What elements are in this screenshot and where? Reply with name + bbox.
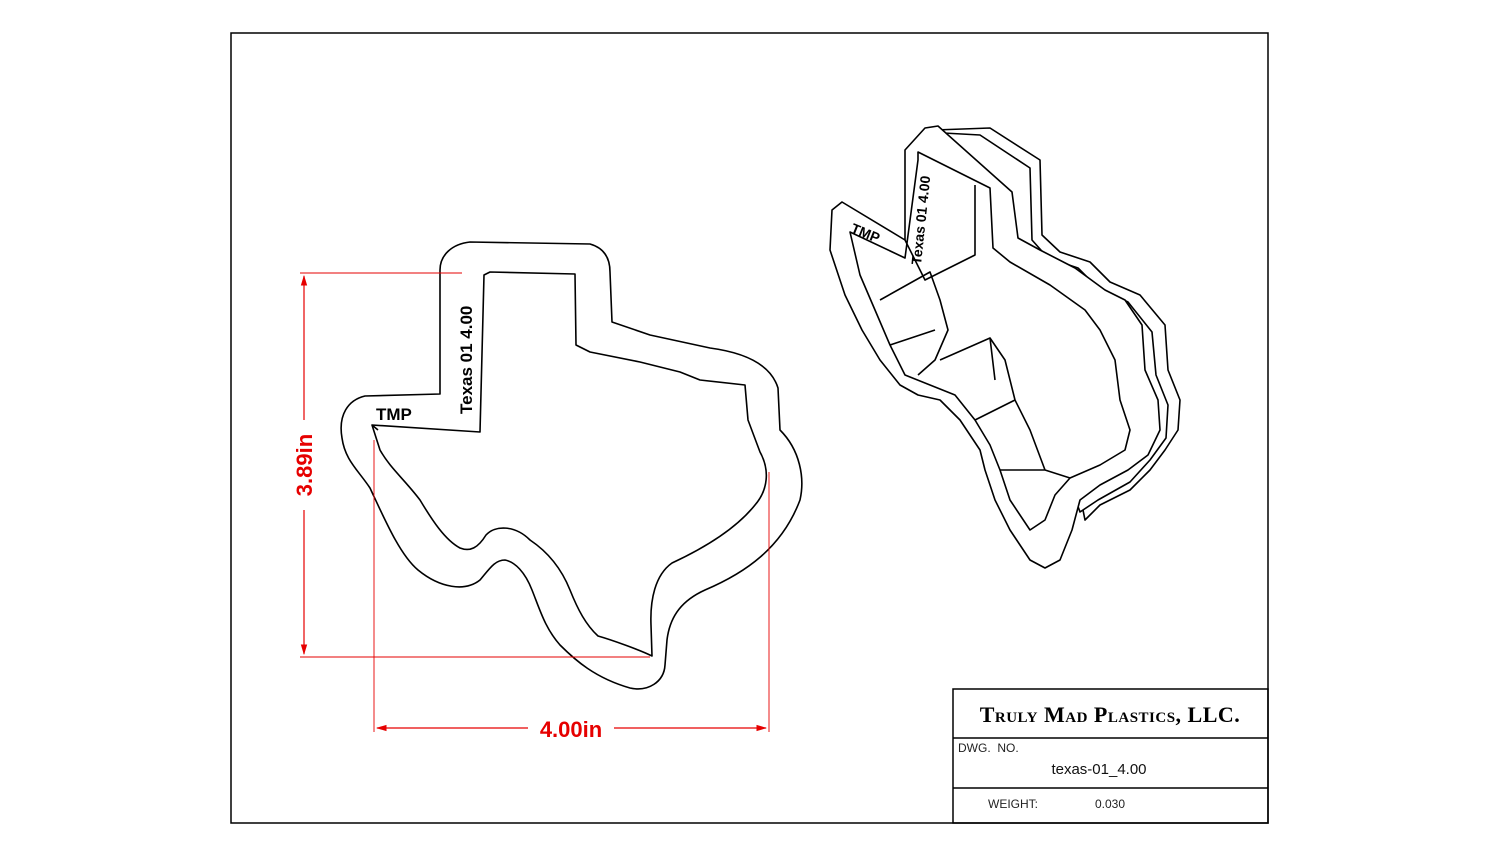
engrave-brand-front: TMP [376, 405, 412, 424]
width-dimension [373, 440, 770, 742]
height-dimension-label: 3.89in [292, 434, 317, 496]
dwg-no-value: texas-01_4.00 [1051, 761, 1146, 778]
width-dimension-label: 4.00in [540, 717, 602, 742]
engrave-divider [371, 424, 379, 431]
title-block [952, 688, 1269, 824]
isometric-view [829, 125, 1181, 569]
weight-label: WEIGHT: [988, 797, 1038, 811]
inner-blade-outline [371, 271, 768, 657]
weight-value: 0.030 [1095, 797, 1125, 811]
drawing-border [230, 32, 1269, 824]
iso-inner-wall-center [939, 337, 1071, 479]
dwg-no-label: DWG. NO. [958, 741, 1019, 755]
iso-engrave-band [904, 185, 976, 281]
front-view [340, 241, 803, 690]
company-name: Truly Mad Plastics, LLC. [980, 702, 1241, 727]
iso-inner-wall-left [879, 271, 949, 376]
engrave-label-front: Texas 01 4.00 [457, 306, 476, 414]
height-dimension [290, 272, 650, 658]
outer-flange-outline [340, 241, 803, 690]
